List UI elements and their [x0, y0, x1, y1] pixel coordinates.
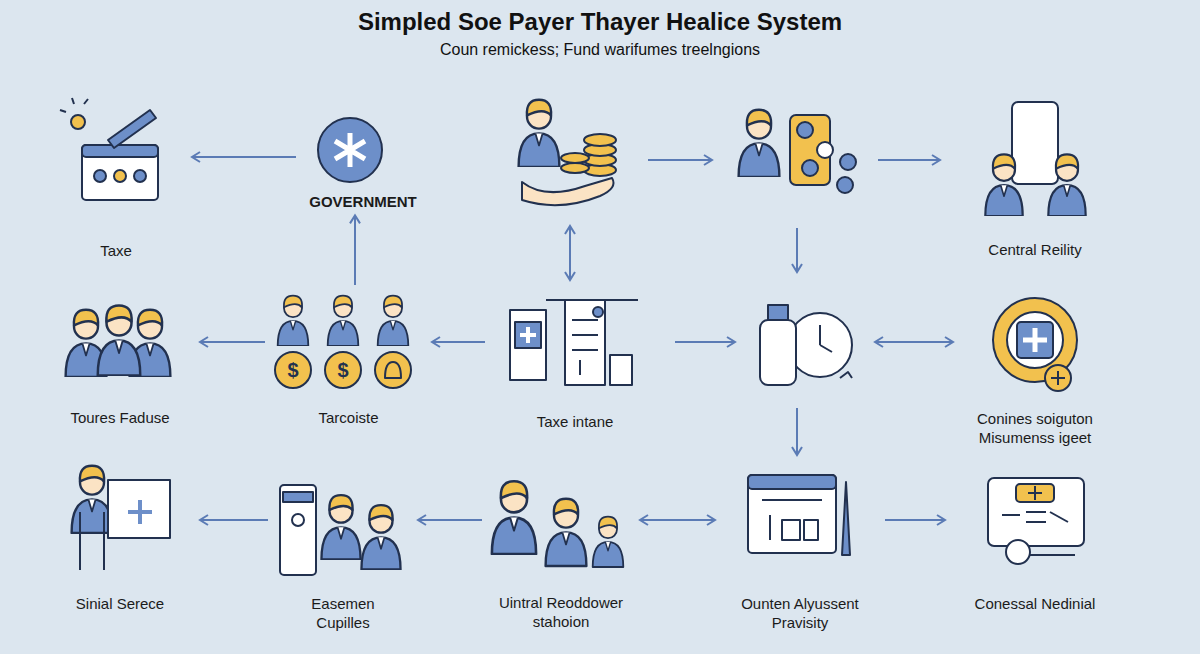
icon-node: Conessal Nedinial	[945, 465, 1125, 617]
icon-node: Easemen Cupilles	[268, 470, 418, 637]
icon-node: Ounten Alyussent Pravisity	[715, 470, 885, 637]
flow-arrow	[200, 519, 268, 521]
coin-symbol: $	[337, 359, 348, 382]
node-label: Taxe intane	[495, 413, 655, 432]
icon-node: Taxe intane	[485, 290, 665, 435]
icon-node: Tarcoiste	[265, 285, 432, 431]
flow-arrow	[640, 519, 715, 521]
node-label: Uintral Reoddower stahoion	[491, 594, 631, 632]
icon-node: Taxe	[40, 80, 192, 264]
diagram-title: Simpled Soe Payer Thayer Healice System	[0, 8, 1200, 36]
coin-symbol: $	[287, 359, 298, 382]
node-label: Toures Faduse	[45, 409, 195, 428]
node-label: Conines soiguton Misumenss igeet	[968, 410, 1103, 448]
flow-arrow	[885, 519, 945, 521]
icon-node: Uintral Reoddower stahoion	[482, 465, 640, 636]
icon-node: GOVERNMENT	[296, 100, 430, 215]
node-label: Taxe	[46, 242, 186, 261]
icon-node: Conines soiguton Misumenss igeet	[955, 290, 1115, 452]
node-label: Sinial Serece	[45, 595, 195, 614]
node-label: Tarcoiste	[274, 409, 424, 428]
flow-arrow	[354, 215, 356, 285]
flow-arrow	[192, 156, 296, 158]
icon-node: Toures Faduse	[40, 295, 200, 431]
flow-arrow	[418, 519, 482, 521]
node-label: GOVERNMENT	[298, 193, 428, 212]
diagram-caption: Coun remickess; Fund warifumes treelngio…	[0, 41, 1200, 59]
node-label: Easemen Cupilles	[298, 595, 388, 633]
node-label: Ounten Alyussent Pravisity	[730, 595, 870, 633]
icon-node: Sinial Serece	[40, 455, 200, 617]
icon-node: Central Reility	[945, 95, 1125, 263]
node-label: Conessal Nedinial	[950, 595, 1120, 614]
node-label: Central Reility	[950, 241, 1120, 260]
flow-arrow	[432, 341, 485, 343]
flow-arrow	[200, 341, 265, 343]
